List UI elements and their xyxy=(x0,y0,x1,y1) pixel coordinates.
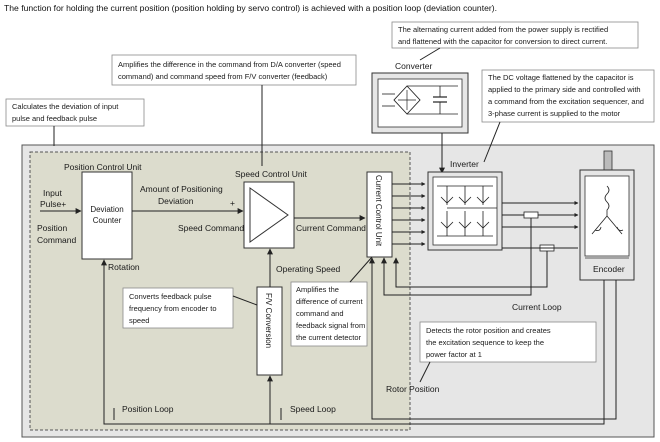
deviation-counter-box xyxy=(81,171,133,260)
callout-alternating-line2: and flattened with the capacitor for con… xyxy=(398,37,607,46)
current-command-label: Current Command xyxy=(296,223,366,233)
callout-alternating: The alternating current added from the p… xyxy=(391,21,639,49)
amount-positioning-line2: Deviation xyxy=(158,196,194,206)
converter-title: Converter xyxy=(395,61,432,71)
callout-dc-leader xyxy=(483,121,501,163)
callout-feedback-line3: speed xyxy=(129,316,149,325)
callout-dc-line2: applied to the primary side and controll… xyxy=(488,85,641,94)
position-command-line1: Position xyxy=(37,223,68,233)
callout-dc-line4: 3-phase current is supplied to the motor xyxy=(488,109,621,118)
converter-inner xyxy=(377,78,463,128)
amplifier-triangle xyxy=(249,187,289,243)
callout-rotor-line3: power factor at 1 xyxy=(426,350,482,359)
callout-feedback-line2: frequency from encoder to xyxy=(129,304,217,313)
current-loop-line-b xyxy=(393,251,548,288)
callout-rotor-line2: the excitation sequence to keep the xyxy=(426,338,544,347)
current-sensor-1 xyxy=(523,211,539,219)
callout-dc-line1: The DC voltage flattened by the capacito… xyxy=(488,73,634,82)
callout-dc-voltage: The DC voltage flattened by the capacito… xyxy=(481,69,655,123)
callout-rotor-line1: Detects the rotor position and creates xyxy=(426,326,551,335)
callout-current-leader xyxy=(349,256,373,283)
callout-alternating-leader xyxy=(419,47,441,61)
position-command-line2: Command xyxy=(37,235,76,245)
operating-speed-label: Operating Speed xyxy=(276,264,341,274)
callout-feedback-line1: Converts feedback pulse xyxy=(129,292,212,301)
callout-amplifies-da: Amplifies the difference in the command … xyxy=(111,54,357,86)
current-control-label: Current Control Unit xyxy=(374,175,383,247)
current-control-box xyxy=(366,171,393,258)
current-loop-label: Current Loop xyxy=(512,302,562,312)
rotor-position-line xyxy=(369,257,617,420)
callout-deviation-line2: pulse and feedback pulse xyxy=(12,114,97,123)
rotor-position-label: Rotor Position xyxy=(386,384,440,394)
header-text: The function for holding the current pos… xyxy=(4,3,497,13)
position-loop-line xyxy=(101,259,605,425)
capacitor-icon xyxy=(433,85,458,115)
deviation-counter-line2: Counter xyxy=(93,216,122,225)
encoder-label: Encoder xyxy=(593,264,625,274)
callout-amplifies-line2: command) and command speed from F/V conv… xyxy=(118,72,328,81)
input-pulse-line2: Pulse+ xyxy=(40,199,66,209)
plus-sign: + xyxy=(230,198,235,208)
amount-positioning-line1: Amount of Positioning xyxy=(140,184,223,194)
current-loop-line-a xyxy=(381,218,532,296)
callout-feedback-pulse: Converts feedback pulse frequency from e… xyxy=(122,287,234,329)
rotation-label: Rotation xyxy=(108,262,140,272)
speed-control-unit-title: Speed Control Unit xyxy=(235,169,307,179)
position-control-unit-title: Position Control Unit xyxy=(64,162,142,172)
callout-feedback-leader xyxy=(232,295,258,306)
callout-current-line4: feedback signal from xyxy=(296,321,365,330)
callout-amplifies-line1: Amplifies the difference in the command … xyxy=(118,60,341,69)
inverter-title: Inverter xyxy=(450,159,479,169)
callout-rotor: Detects the rotor position and creates t… xyxy=(419,321,597,363)
fv-conversion-label: F/V Conversion xyxy=(264,293,273,348)
rectifier-bridge-icon xyxy=(382,85,440,115)
fv-conversion-box xyxy=(256,286,283,376)
callout-deviation-line1: Calculates the deviation of input xyxy=(12,102,119,111)
inverter-bridge-icon xyxy=(437,185,497,237)
callout-current-line2: difference of current xyxy=(296,297,363,306)
speed-command-label: Speed Command xyxy=(178,223,244,233)
deviation-counter-line1: Deviation xyxy=(90,205,123,214)
callout-current-line5: the current detector xyxy=(296,333,362,342)
callout-current-line3: command and xyxy=(296,309,344,318)
position-loop-label: Position Loop xyxy=(122,404,174,414)
callout-current-amp: Amplifies the difference of current comm… xyxy=(290,281,368,347)
callout-current-line1: Amplifies the xyxy=(296,285,339,294)
speed-loop-label: Speed Loop xyxy=(290,404,336,414)
motor-winding-icon xyxy=(591,185,624,235)
motor-shaft xyxy=(603,150,613,172)
callout-dc-line3: a command from the excitation sequencer,… xyxy=(488,97,644,106)
callout-rotor-leader xyxy=(419,361,431,383)
callout-alternating-line1: The alternating current added from the p… xyxy=(398,25,608,34)
callout-deviation: Calculates the deviation of input pulse … xyxy=(5,98,145,127)
input-pulse-line1: Input xyxy=(43,188,63,198)
